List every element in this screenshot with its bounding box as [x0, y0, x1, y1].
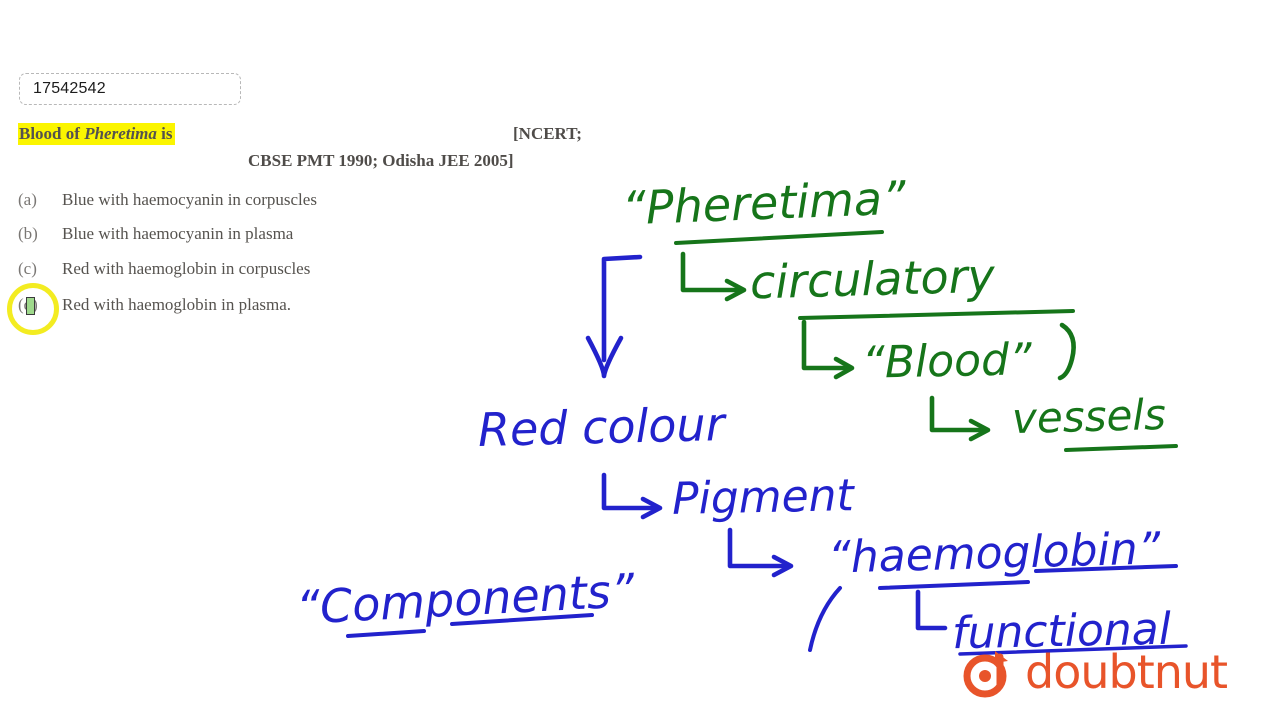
green-note-pheretima: “Pheretima”: [621, 170, 907, 236]
question-stem-prefix: Blood of: [19, 124, 85, 143]
answer-circle-annotation: [7, 283, 59, 335]
option-text-b: Blue with haemocyanin in plasma: [62, 224, 294, 243]
question-id-text: 17542542: [33, 80, 106, 97]
doubtnut-wordmark: doubtnut: [1025, 645, 1228, 699]
option-row-c[interactable]: (c) Red with haemoglobin in corpuscles: [18, 259, 310, 279]
question-source-line-1: [NCERT;: [513, 124, 582, 143]
question-id-box: 17542542: [19, 73, 241, 105]
option-text-d: Red with haemoglobin in plasma.: [62, 295, 291, 314]
question-source-line-2: CBSE PMT 1990; Odisha JEE 2005]: [248, 151, 514, 170]
option-row-a[interactable]: (a) Blue with haemocyanin in corpuscles: [18, 190, 317, 210]
doubtnut-watermark: doubtnut: [962, 645, 1228, 699]
blue-note-components: “Components”: [294, 563, 636, 635]
option-text-c: Red with haemoglobin in corpuscles: [62, 259, 311, 278]
blue-note-pigment: Pigment: [671, 470, 855, 525]
option-text-a: Blue with haemocyanin in corpuscles: [62, 190, 317, 209]
question-stem-highlight: Blood of Pheretima is: [18, 123, 175, 145]
blue-note-red-colour: Red colour: [477, 396, 726, 458]
green-note-circulatory: circulatory: [749, 248, 996, 310]
doubtnut-logo-icon: [962, 645, 1016, 699]
question-stem-suffix: is: [156, 124, 173, 143]
option-row-d[interactable]: (d)Red with haemoglobin in plasma.: [18, 295, 291, 315]
blue-note-haemoglobin: “haemoglobin”: [827, 523, 1162, 584]
answer-cursor-mark: [26, 297, 35, 315]
option-key-b: (b): [18, 224, 38, 243]
question-species-name: Pheretima: [84, 124, 157, 143]
green-note-blood: “Blood”: [861, 334, 1033, 389]
option-key-a: (a): [18, 190, 37, 209]
option-row-b[interactable]: (b) Blue with haemocyanin in plasma: [18, 224, 293, 244]
green-note-vessels: vessels: [1011, 389, 1167, 444]
option-key-c: (c): [18, 259, 37, 278]
question-stem: Blood of Pheretima is: [18, 123, 175, 145]
